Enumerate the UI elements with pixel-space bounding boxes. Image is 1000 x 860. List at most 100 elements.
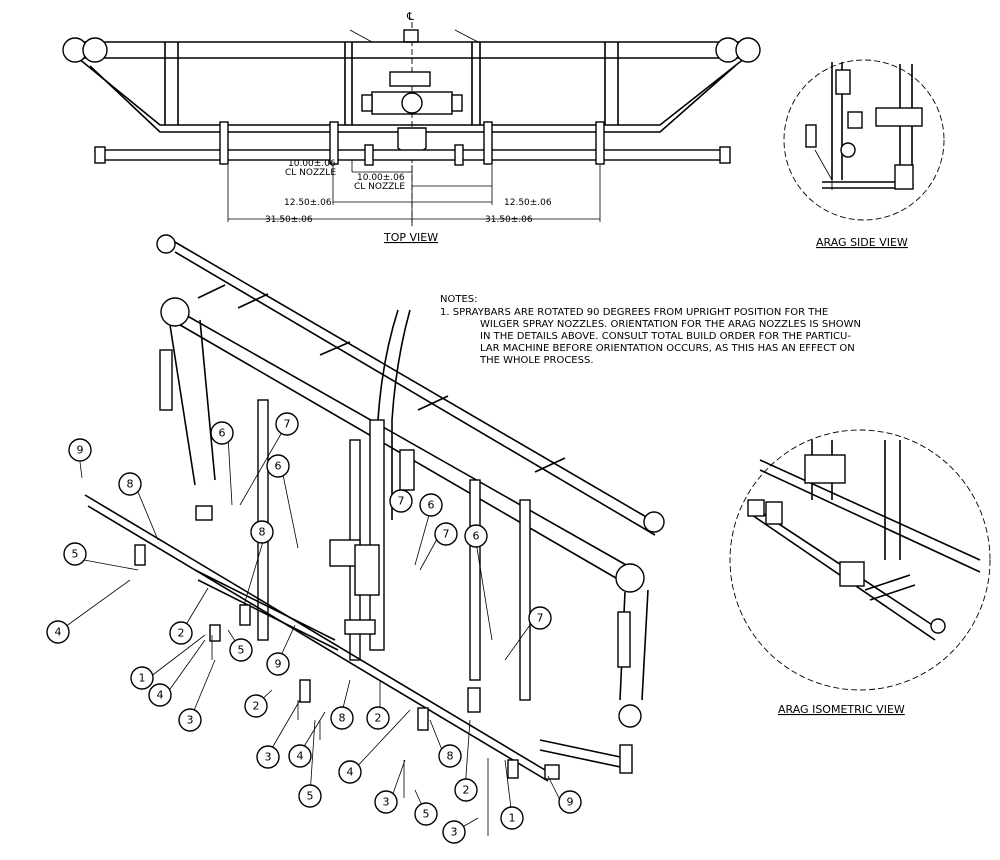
svg-text:5: 5 <box>72 548 79 561</box>
callout-13: 8 <box>250 520 274 544</box>
iso-cap-right <box>544 764 560 780</box>
callout-10: 7 <box>528 606 552 630</box>
svg-text:3: 3 <box>383 796 390 809</box>
svg-text:9: 9 <box>275 658 282 671</box>
dim-nozzle-right-sub: CL NOZZLE <box>354 182 405 192</box>
svg-text:2: 2 <box>178 627 185 640</box>
svg-text:8: 8 <box>127 478 134 491</box>
svg-text:3: 3 <box>265 751 272 764</box>
callout-22: 2 <box>366 706 390 730</box>
main-isometric: 9 8 6 7 6 7 6 7 6 7 5 4 8 2 5 1 4 9 2 3 … <box>46 234 665 844</box>
callout-26: 4 <box>338 760 362 784</box>
valve-right-fitting <box>451 94 463 112</box>
iso-left-arm <box>169 319 216 486</box>
center-pipe <box>403 29 419 43</box>
callout-20: 3 <box>178 708 202 732</box>
left-end-roller-2 <box>82 37 108 63</box>
svg-text:8: 8 <box>259 526 266 539</box>
side-bracket <box>814 149 833 190</box>
side-bar <box>822 181 905 189</box>
callout-1: 9 <box>68 438 92 462</box>
dimension-lines <box>227 160 601 222</box>
detail-fitting <box>765 501 783 525</box>
dim-31-right: 31.50±.06 <box>485 215 533 225</box>
iso-nozzles <box>134 544 519 779</box>
detail-nozzle <box>747 499 765 517</box>
iso-tube-end-left <box>156 234 176 254</box>
callout-18: 9 <box>266 652 290 676</box>
spraybar <box>99 149 726 161</box>
callout-6: 7 <box>389 489 413 513</box>
frame-lower-rail <box>77 57 746 126</box>
dim-nozzle-right: 10.00±.06 <box>357 173 405 183</box>
iso-pivot-left <box>160 297 190 327</box>
svg-text:7: 7 <box>537 612 544 625</box>
iso-post-4 <box>519 499 531 701</box>
center-uprights <box>344 42 481 125</box>
callout-32: 3 <box>442 820 466 844</box>
svg-text:2: 2 <box>463 784 470 797</box>
callout-4: 7 <box>275 412 299 436</box>
side-view-circle <box>783 59 945 221</box>
detail-end-cap <box>930 618 946 634</box>
svg-text:6: 6 <box>275 460 282 473</box>
side-fitting <box>847 111 863 129</box>
callout-11: 5 <box>63 542 87 566</box>
callout-28: 3 <box>374 790 398 814</box>
iso-post-3 <box>469 479 481 681</box>
detail-rail <box>759 459 981 573</box>
svg-text:8: 8 <box>339 712 346 725</box>
iso-center-post <box>369 419 385 651</box>
svg-text:6: 6 <box>473 530 480 543</box>
iso-view-circle <box>729 429 991 691</box>
callout-16: 1 <box>130 666 154 690</box>
iso-right-plate <box>617 611 631 668</box>
svg-text:9: 9 <box>77 444 84 457</box>
arag-side-view: ARAG SIDE VIEW <box>783 59 945 249</box>
valve-top <box>389 71 431 87</box>
detail-clamp <box>839 561 865 587</box>
callout-24: 4 <box>288 744 312 768</box>
svg-text:3: 3 <box>451 826 458 839</box>
callout-31: 1 <box>500 806 524 830</box>
note-line-5: THE WHOLE PROCESS. <box>479 355 594 366</box>
iso-valve-body <box>354 544 380 596</box>
callout-12: 4 <box>46 620 70 644</box>
iso-valve-fitting <box>344 619 376 635</box>
svg-text:3: 3 <box>187 714 194 727</box>
note-line-4: LAR MACHINE BEFORE ORIENTATION OCCURS, A… <box>480 343 855 354</box>
svg-text:4: 4 <box>347 766 354 779</box>
iso-pivot-right <box>615 563 645 593</box>
side-cap <box>894 164 914 190</box>
side-view-title: ARAG SIDE VIEW <box>816 236 908 249</box>
spraybar-left-cap <box>94 146 106 164</box>
side-clamp <box>875 107 923 127</box>
svg-text:5: 5 <box>423 808 430 821</box>
callout-27: 5 <box>298 784 322 808</box>
side-valve <box>805 124 817 148</box>
svg-text:1: 1 <box>139 672 146 685</box>
callout-33: 9 <box>558 790 582 814</box>
callout-8: 7 <box>434 522 458 546</box>
spraybar-right-cap <box>719 146 731 164</box>
top-view-title: TOP VIEW <box>383 231 438 244</box>
iso-drops <box>211 635 489 836</box>
svg-text:9: 9 <box>567 796 574 809</box>
callout-30: 5 <box>414 802 438 826</box>
iso-cross-members <box>197 284 566 473</box>
svg-text:2: 2 <box>253 700 260 713</box>
svg-text:6: 6 <box>428 499 435 512</box>
side-nozzle-body <box>840 142 856 158</box>
callout-25: 8 <box>438 744 462 768</box>
svg-text:4: 4 <box>157 689 164 702</box>
callout-29: 2 <box>454 778 478 802</box>
svg-text:8: 8 <box>447 750 454 763</box>
iso-top-tube <box>167 237 661 536</box>
note-line-2: WILGER SPRAY NOZZLES. ORIENTATION FOR TH… <box>480 319 861 330</box>
svg-text:7: 7 <box>284 418 291 431</box>
svg-text:1: 1 <box>509 812 516 825</box>
valve-left-fitting <box>361 94 373 112</box>
iso-hose <box>377 309 411 520</box>
dim-31-left: 31.50±.06 <box>265 215 313 225</box>
